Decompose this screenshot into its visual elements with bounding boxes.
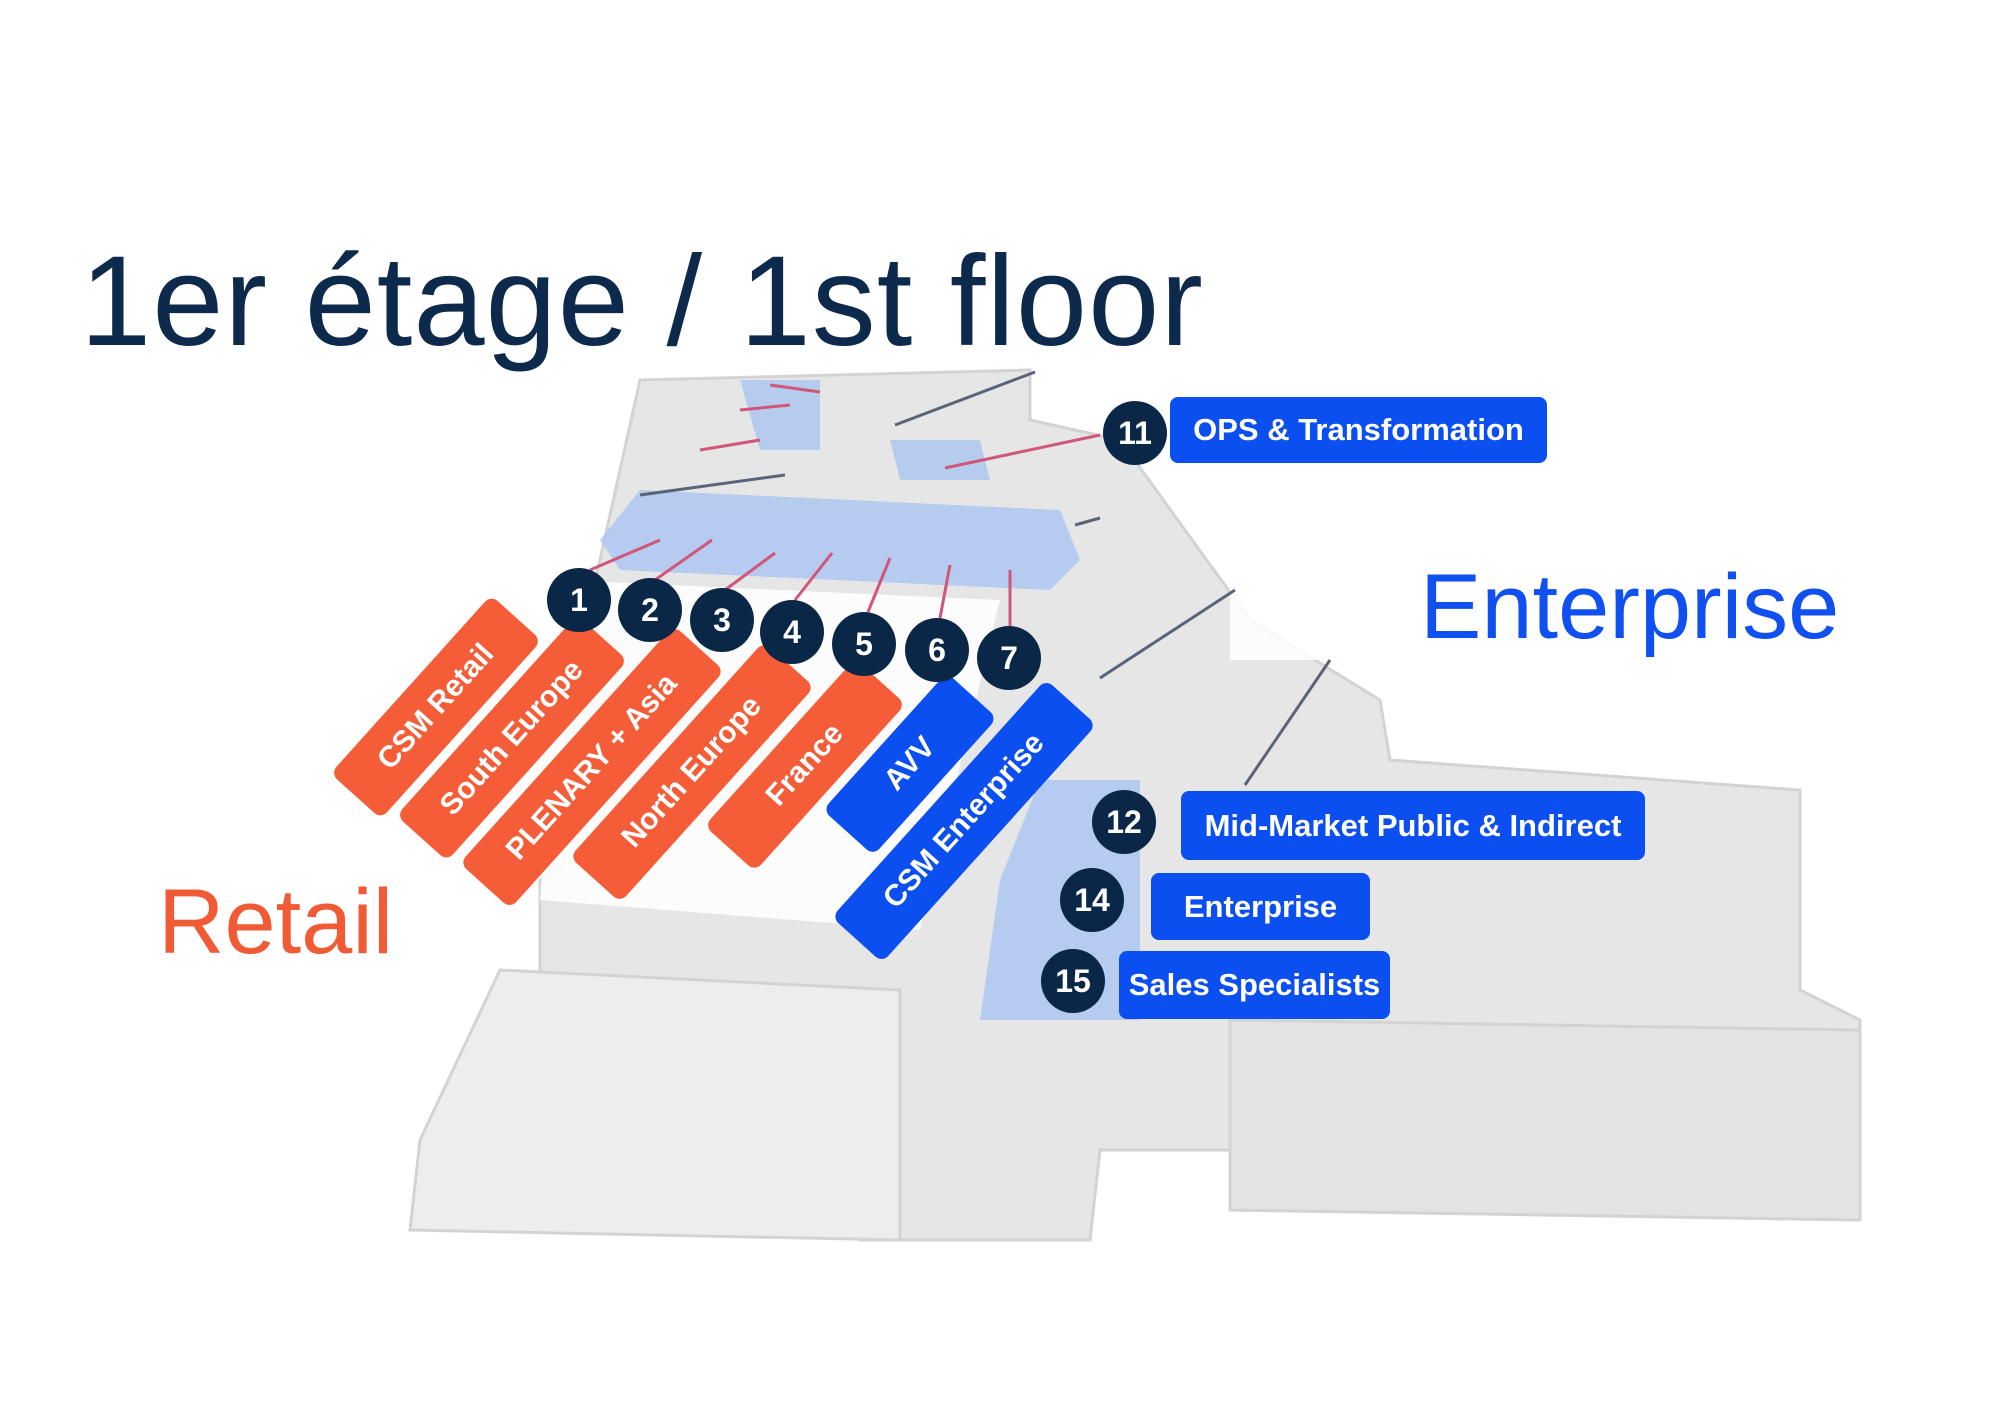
room-label-ops-transformation[interactable]: OPS & Transformation bbox=[1170, 397, 1547, 463]
building-wing-right bbox=[1228, 1018, 1862, 1222]
pointer-lines bbox=[639, 370, 1332, 786]
room-marker-14[interactable]: 14 bbox=[1060, 868, 1124, 932]
zone-marker-7[interactable]: 7 bbox=[977, 626, 1041, 690]
building-wing-left bbox=[408, 968, 902, 1242]
zone-marker-4[interactable]: 4 bbox=[760, 600, 824, 664]
zone-marker-2[interactable]: 2 bbox=[618, 578, 682, 642]
room-label-mid-market[interactable]: Mid-Market Public & Indirect bbox=[1181, 791, 1645, 860]
zone-marker-6[interactable]: 6 bbox=[905, 618, 969, 682]
zone-marker-3[interactable]: 3 bbox=[690, 588, 754, 652]
region-label-enterprise: Enterprise bbox=[1420, 556, 1840, 658]
leader-lines bbox=[589, 383, 1101, 626]
zone-marker-1[interactable]: 1 bbox=[547, 568, 611, 632]
room-label-sales-specialists[interactable]: Sales Specialists bbox=[1119, 951, 1390, 1019]
page-title: 1er étage / 1st floor bbox=[80, 230, 1204, 373]
room-label-enterprise[interactable]: Enterprise bbox=[1151, 873, 1370, 940]
zone-marker-5[interactable]: 5 bbox=[832, 612, 896, 676]
region-label-retail: Retail bbox=[158, 871, 394, 973]
room-marker-15[interactable]: 15 bbox=[1041, 949, 1105, 1013]
room-marker-12[interactable]: 12 bbox=[1092, 790, 1156, 854]
room-marker-11[interactable]: 11 bbox=[1103, 401, 1167, 465]
